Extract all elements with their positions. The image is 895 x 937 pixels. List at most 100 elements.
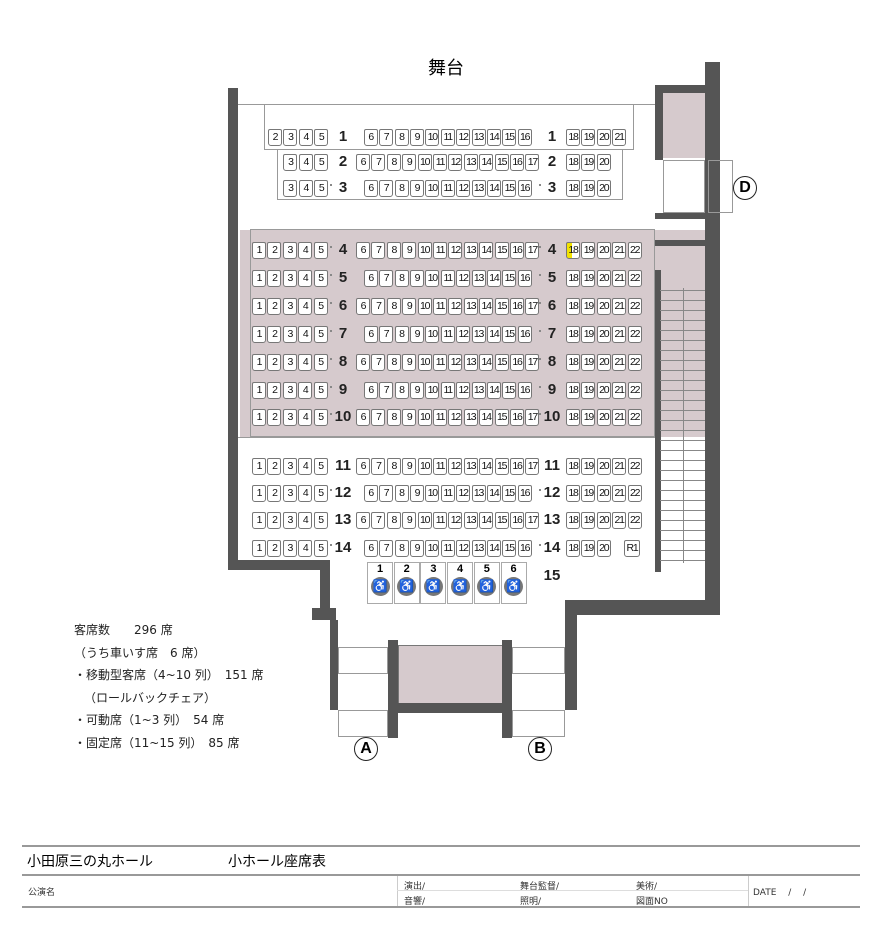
seat-1-20[interactable]: 20 <box>596 129 611 146</box>
seat-9-5[interactable]: 5 <box>313 382 328 399</box>
seat-10-6[interactable]: 6 <box>356 409 370 426</box>
seat-9-8[interactable]: 8 <box>394 382 409 399</box>
wheelchair-space-1[interactable]: 1♿ <box>367 562 393 604</box>
seat-11-22[interactable]: 22 <box>627 458 642 475</box>
seat-7-8[interactable]: 8 <box>394 326 409 343</box>
seat-2-15[interactable]: 15 <box>494 154 509 171</box>
seat-1-16[interactable]: 16 <box>517 129 532 146</box>
seat-9-20[interactable]: 20 <box>596 382 611 399</box>
wheelchair-space-2[interactable]: 2♿ <box>393 562 420 604</box>
seat-2-4[interactable]: 4 <box>298 154 313 171</box>
seat-13-19[interactable]: 19 <box>581 512 596 529</box>
seat-8-11[interactable]: 11 <box>433 354 447 371</box>
seat-11-5[interactable]: 5 <box>313 458 328 475</box>
seat-1-3[interactable]: 3 <box>283 129 298 146</box>
seat-3-13[interactable]: 13 <box>471 180 486 197</box>
seat-7-20[interactable]: 20 <box>596 326 611 343</box>
seat-14-10[interactable]: 10 <box>425 540 440 557</box>
seat-4-16[interactable]: 16 <box>510 242 524 259</box>
seat-3-3[interactable]: 3 <box>283 180 298 197</box>
seat-1-6[interactable]: 6 <box>363 129 378 146</box>
wheelchair-space-4[interactable]: 4♿ <box>447 562 474 604</box>
seat-14-19[interactable]: 19 <box>581 540 596 557</box>
door-b-inner[interactable] <box>512 647 565 674</box>
seat-12-14[interactable]: 14 <box>486 485 501 502</box>
seat-9-3[interactable]: 3 <box>282 382 297 399</box>
seat-13-13[interactable]: 13 <box>463 512 478 529</box>
door-d-inner[interactable] <box>663 160 705 213</box>
seat-14-8[interactable]: 8 <box>394 540 409 557</box>
seat-8-15[interactable]: 15 <box>494 354 509 371</box>
seat-12-21[interactable]: 21 <box>612 485 627 502</box>
seat-1-18[interactable]: 18 <box>566 129 580 146</box>
seat-r1[interactable]: R1 <box>624 540 640 557</box>
seat-7-4[interactable]: 4 <box>298 326 313 343</box>
seat-7-7[interactable]: 7 <box>379 326 394 343</box>
seat-4-22[interactable]: 22 <box>627 242 642 259</box>
seat-2-5[interactable]: 5 <box>314 154 329 171</box>
seat-13-12[interactable]: 12 <box>448 512 463 529</box>
seat-9-7[interactable]: 7 <box>379 382 394 399</box>
seat-4-3[interactable]: 3 <box>282 242 297 259</box>
seat-10-15[interactable]: 15 <box>494 409 509 426</box>
wheelchair-space-3[interactable]: 3♿ <box>420 562 447 604</box>
seat-8-16[interactable]: 16 <box>510 354 524 371</box>
seat-8-12[interactable]: 12 <box>448 354 463 371</box>
seat-7-10[interactable]: 10 <box>425 326 440 343</box>
seat-9-2[interactable]: 2 <box>267 382 282 399</box>
seat-1-15[interactable]: 15 <box>502 129 517 146</box>
seat-6-12[interactable]: 12 <box>448 298 463 315</box>
seat-1-13[interactable]: 13 <box>471 129 486 146</box>
seat-8-17[interactable]: 17 <box>525 354 540 371</box>
seat-4-1[interactable]: 1 <box>252 242 266 259</box>
seat-1-4[interactable]: 4 <box>298 129 313 146</box>
seat-12-9[interactable]: 9 <box>409 485 424 502</box>
seat-11-4[interactable]: 4 <box>298 458 313 475</box>
seat-8-1[interactable]: 1 <box>252 354 266 371</box>
seat-9-11[interactable]: 11 <box>440 382 455 399</box>
seat-10-16[interactable]: 16 <box>510 409 524 426</box>
seat-11-3[interactable]: 3 <box>282 458 297 475</box>
seat-14-14[interactable]: 14 <box>486 540 501 557</box>
seat-2-14[interactable]: 14 <box>479 154 494 171</box>
seat-11-11[interactable]: 11 <box>433 458 447 475</box>
seat-13-3[interactable]: 3 <box>282 512 297 529</box>
seat-13-10[interactable]: 10 <box>417 512 432 529</box>
seat-10-14[interactable]: 14 <box>479 409 494 426</box>
seat-2-8[interactable]: 8 <box>386 154 401 171</box>
seat-2-3[interactable]: 3 <box>283 154 298 171</box>
seat-12-22[interactable]: 22 <box>627 485 642 502</box>
seat-2-12[interactable]: 12 <box>448 154 463 171</box>
seat-3-8[interactable]: 8 <box>394 180 409 197</box>
seat-11-15[interactable]: 15 <box>494 458 509 475</box>
seat-12-7[interactable]: 7 <box>379 485 394 502</box>
seat-11-9[interactable]: 9 <box>402 458 417 475</box>
seat-12-2[interactable]: 2 <box>267 485 282 502</box>
seat-5-15[interactable]: 15 <box>502 270 517 287</box>
seat-5-14[interactable]: 14 <box>486 270 501 287</box>
seat-13-18[interactable]: 18 <box>566 512 580 529</box>
seat-14-2[interactable]: 2 <box>267 540 282 557</box>
seat-7-22[interactable]: 22 <box>627 326 642 343</box>
seat-3-15[interactable]: 15 <box>502 180 517 197</box>
seat-14-9[interactable]: 9 <box>409 540 424 557</box>
seat-11-7[interactable]: 7 <box>371 458 386 475</box>
seat-4-4[interactable]: 4 <box>298 242 313 259</box>
seat-11-17[interactable]: 17 <box>525 458 540 475</box>
seat-14-13[interactable]: 13 <box>471 540 486 557</box>
seat-5-20[interactable]: 20 <box>596 270 611 287</box>
seat-9-19[interactable]: 19 <box>581 382 596 399</box>
seat-5-3[interactable]: 3 <box>282 270 297 287</box>
seat-10-11[interactable]: 11 <box>433 409 447 426</box>
seat-6-18[interactable]: 18 <box>566 298 580 315</box>
door-a-inner[interactable] <box>338 647 388 674</box>
seat-7-15[interactable]: 15 <box>502 326 517 343</box>
seat-12-16[interactable]: 16 <box>517 485 532 502</box>
seat-4-12[interactable]: 12 <box>448 242 463 259</box>
seat-2-9[interactable]: 9 <box>402 154 417 171</box>
seat-6-1[interactable]: 1 <box>252 298 266 315</box>
seat-9-21[interactable]: 21 <box>612 382 627 399</box>
seat-8-10[interactable]: 10 <box>417 354 432 371</box>
seat-13-1[interactable]: 1 <box>252 512 266 529</box>
seat-5-8[interactable]: 8 <box>394 270 409 287</box>
